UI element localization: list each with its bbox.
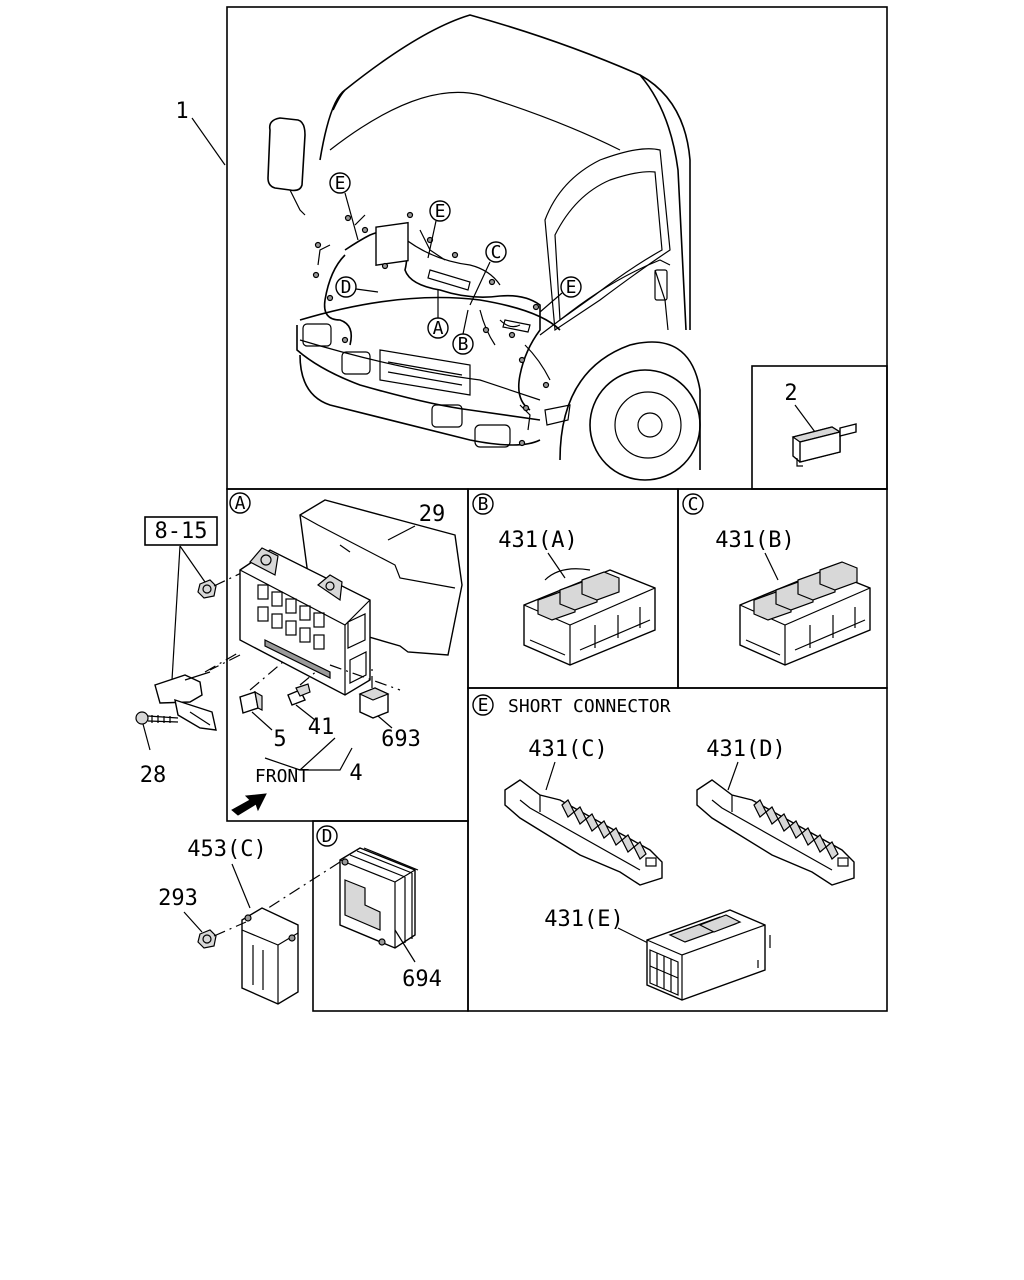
ecu-bracket-area: 453(C) 293 xyxy=(158,837,299,1005)
part-431c-label: 431(C) xyxy=(528,737,607,762)
svg-text:B: B xyxy=(478,494,489,515)
detail-a: A 29 xyxy=(209,492,463,816)
svg-text:E: E xyxy=(478,695,489,716)
part-431e-label: 431(E) xyxy=(544,907,623,932)
callout-694: 694 xyxy=(402,967,442,992)
short-connector-title: SHORT CONNECTOR xyxy=(508,696,671,717)
callout-28: 28 xyxy=(140,763,167,788)
part-431d-label: 431(D) xyxy=(706,737,785,762)
svg-text:E: E xyxy=(566,277,577,298)
marker-e-right: E xyxy=(539,276,582,313)
svg-text:2: 2 xyxy=(784,381,797,406)
callout-4: 4 xyxy=(349,761,362,786)
callout-5: 5 xyxy=(273,727,286,752)
part-431b-label: 431(B) xyxy=(715,528,794,553)
detail-b: B 431(A) xyxy=(472,493,656,666)
svg-text:E: E xyxy=(435,201,446,222)
fuse-slots xyxy=(257,584,331,679)
connector-431d xyxy=(696,779,855,886)
marker-b: B xyxy=(452,309,474,355)
svg-text:E: E xyxy=(335,173,346,194)
harness-detail-markers: E E C E D A B xyxy=(329,172,582,355)
bracket-area: 8-15 28 xyxy=(135,516,259,788)
detail-e: E SHORT CONNECTOR 431(C) 431(D) xyxy=(472,694,855,1001)
ecu-module-694 xyxy=(339,847,419,949)
connector-431c-pins xyxy=(561,799,647,860)
part-431a-label: 431(A) xyxy=(498,528,577,553)
callout-293: 293 xyxy=(158,886,198,911)
connector-431b xyxy=(739,561,871,666)
svg-text:A: A xyxy=(433,318,444,339)
svg-text:B: B xyxy=(458,334,469,355)
connector-431e xyxy=(646,909,771,1001)
callout-41: 41 xyxy=(308,715,335,740)
wiring-harness xyxy=(312,211,551,447)
marker-c: C xyxy=(469,241,507,306)
callout-1: 1 xyxy=(175,99,226,166)
front-arrow-icon xyxy=(231,793,267,816)
marker-e-left: E xyxy=(329,172,359,241)
truck-cab-illustration xyxy=(267,14,701,481)
ref-8-15-label: 8-15 xyxy=(155,519,208,544)
svg-text:C: C xyxy=(491,242,502,263)
marker-a: A xyxy=(427,290,449,339)
svg-text:D: D xyxy=(341,277,352,298)
svg-text:D: D xyxy=(322,826,333,847)
detail-d: D 694 xyxy=(261,825,442,992)
connector-431a xyxy=(523,568,656,666)
callout-453c: 453(C) xyxy=(187,837,266,862)
bracket-453c xyxy=(241,907,299,1005)
front-label: FRONT xyxy=(255,766,309,787)
callout-693: 693 xyxy=(381,727,421,752)
svg-text:1: 1 xyxy=(175,99,188,124)
connector-431d-pins xyxy=(753,799,839,860)
marker-d: D xyxy=(335,276,379,298)
svg-text:C: C xyxy=(688,494,699,515)
panel-frames xyxy=(226,6,888,1012)
callout-29: 29 xyxy=(419,502,446,527)
relay-part-2: 2 xyxy=(784,381,857,467)
marker-e-center: E xyxy=(427,200,451,259)
detail-c: C 431(B) xyxy=(682,493,871,666)
connector-431c xyxy=(504,779,663,886)
svg-text:A: A xyxy=(235,493,246,514)
